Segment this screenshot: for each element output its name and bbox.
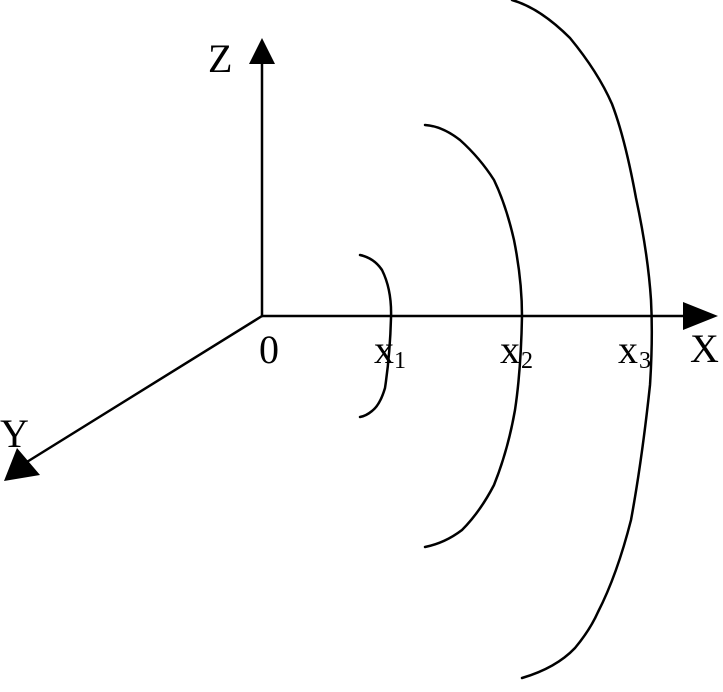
z-axis-label: Z	[208, 36, 232, 81]
point-label-x3-base: x	[618, 327, 638, 372]
origin-label: 0	[259, 327, 279, 372]
wavefront-arc-x2	[423, 123, 524, 549]
wavefront-arc-x3	[510, 0, 654, 680]
point-label-x2: x 2	[500, 327, 533, 374]
point-label-x2-sub: 2	[521, 348, 533, 374]
x-axis-label: X	[690, 326, 719, 371]
y-axis-arrowhead	[4, 448, 40, 481]
point-label-x2-base: x	[500, 327, 520, 372]
y-axis-line	[20, 314, 264, 467]
point-label-x3-sub: 3	[639, 348, 651, 374]
x-axis-arrowhead	[683, 302, 718, 330]
point-label-x1: x 1	[374, 327, 406, 374]
point-label-x1-sub: 1	[394, 348, 406, 374]
point-label-x1-base: x	[374, 327, 394, 372]
y-axis-label: Y	[0, 411, 29, 456]
wavefront-arc-x1	[358, 253, 393, 419]
z-axis-arrowhead	[249, 38, 275, 64]
point-label-x3: x 3	[618, 327, 651, 374]
